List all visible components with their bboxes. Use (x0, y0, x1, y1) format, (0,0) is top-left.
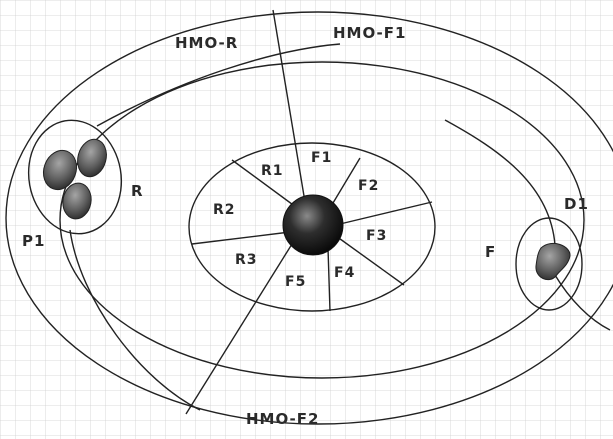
label-sector-f5: F5 (285, 274, 306, 290)
label-sector-r2: R2 (213, 202, 236, 218)
label-hmo-f2: HMO-F2 (246, 410, 319, 428)
label-sector-f3: F3 (366, 228, 387, 244)
label-p1: P1 (22, 232, 45, 250)
label-hmo-r: HMO-R (175, 34, 238, 52)
label-sector-f4: F4 (334, 265, 355, 281)
label-sector-r1: R1 (261, 163, 284, 179)
label-d1: D1 (564, 195, 589, 213)
label-r: R (131, 182, 144, 200)
label-hmo-f1: HMO-F1 (333, 24, 406, 42)
label-sector-f2: F2 (358, 178, 379, 194)
label-f: F (485, 243, 496, 261)
label-sector-r3: R3 (235, 252, 258, 268)
label-sector-f1: F1 (311, 150, 332, 166)
core-sphere (283, 195, 343, 255)
